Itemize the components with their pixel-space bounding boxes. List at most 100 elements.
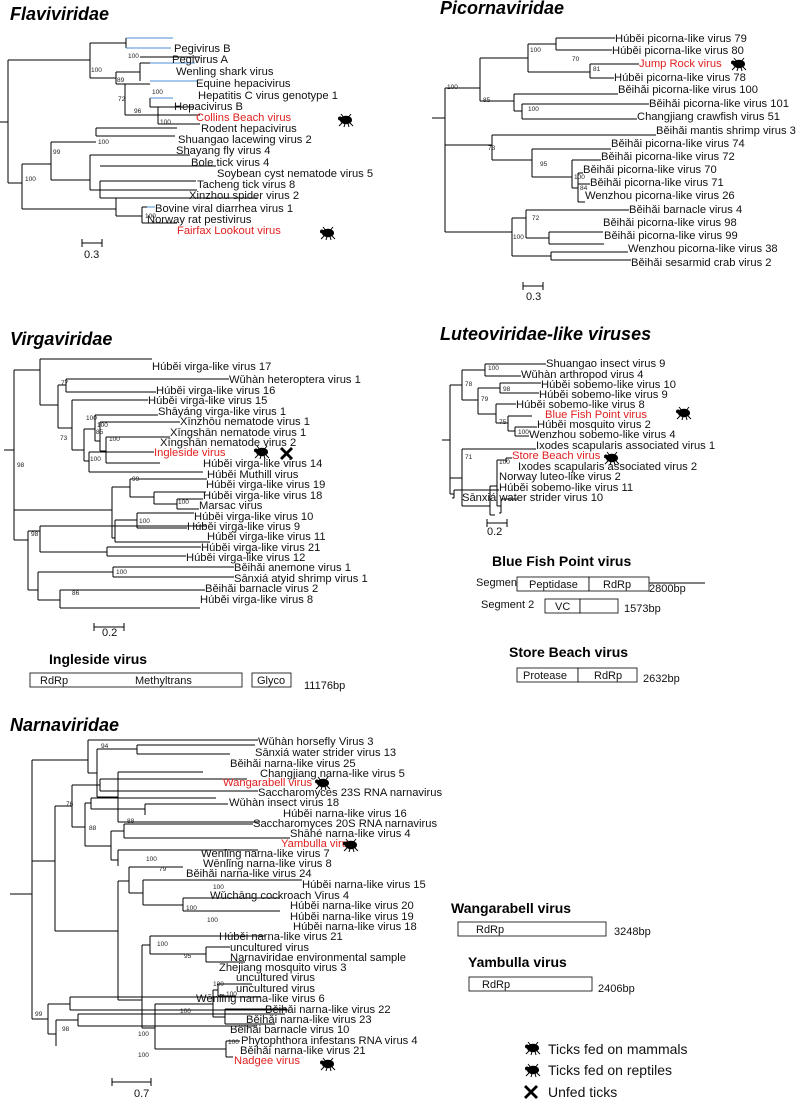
domain-label: RdRp — [603, 579, 631, 591]
domain-box — [251, 672, 292, 688]
bootstrap: 73 — [488, 145, 496, 152]
tip-label: uncultured virus — [236, 972, 315, 984]
genome-length: 2632bp — [643, 673, 680, 685]
tip-label: Rodent hepacivirus — [201, 123, 297, 135]
tip-label-highlight: Ingleside virus — [154, 447, 226, 459]
bootstrap: 100 — [109, 436, 120, 443]
domain-label: Methyltrans — [135, 675, 192, 687]
tip-label: Húběi virga-like virus 17 — [152, 361, 271, 373]
tip-label: Běihǎi picorna-like virus 98 — [603, 217, 737, 229]
bootstrap-labels: 100 70 81 100 85 100 73 95 100 84 72 100 — [447, 47, 601, 241]
tip-label: Xīngshān nematode virus 1 — [170, 427, 306, 439]
tip-labels: Húběi picorna-like virus 79 Húběi picorn… — [583, 33, 796, 269]
domain-box — [588, 576, 650, 592]
tip-label: Equine hepacivirus — [196, 78, 291, 90]
legend: Ticks fed on mammals Ticks fed on reptil… — [524, 1041, 688, 1100]
tip-label: Wenzhou picorna-like virus 26 — [585, 190, 735, 202]
tip-label-highlight: Jump Rock virus — [639, 58, 722, 70]
bootstrap: 100 — [213, 981, 224, 988]
bootstrap-labels: 94 76 88 88 100 79 100 100 100 100 95 10… — [35, 743, 239, 1059]
bootstrap: 100 — [145, 213, 156, 220]
tip-labels: Wǔhàn horsefly Virus 3 Sānxiá water stri… — [186, 736, 442, 1067]
bootstrap: 94 — [101, 743, 109, 750]
tip-label: Běihǎi anemone virus 1 — [234, 562, 351, 574]
domain-label: RdRp — [482, 979, 510, 991]
genome-title: Blue Fish Point virus — [492, 553, 631, 569]
tip-label: Húběi virga-like virus 19 — [206, 479, 325, 491]
tip-label: Sānxiá water strider virus 10 — [462, 492, 603, 504]
bootstrap: 100 — [178, 499, 189, 506]
tip-label: Xīnzhōu nematode virus 1 — [180, 416, 310, 428]
tip-label: Húběi picorna-like virus 78 — [614, 72, 746, 84]
tip-label: Ixodes scapularis associated virus 2 — [518, 461, 697, 473]
scale-bar-label: 0.2 — [487, 526, 502, 538]
tip-label: Sānxiá atyid shrimp virus 1 — [234, 573, 368, 585]
tip-label: Běihǎi barnacle virus 4 — [629, 204, 742, 216]
genome-title: Yambulla virus — [468, 954, 567, 970]
tick-fed-on-mammals-icon — [319, 226, 336, 241]
bootstrap: 100 — [207, 917, 218, 924]
tip-label: Wǔhàn arthropod virus 4 — [521, 369, 644, 381]
bootstrap: 100 — [97, 422, 108, 429]
bootstrap: 99 — [53, 149, 61, 156]
tip-label-highlight: Blue Fish Point virus — [545, 409, 647, 421]
panel-title: Picornaviridae — [440, 0, 564, 18]
tip-label: Narnaviridae environmental sample — [230, 952, 406, 964]
domain-label: Peptidase — [529, 579, 578, 591]
tip-label: Húběi narna-like virus 15 — [302, 879, 426, 891]
bootstrap: 72 — [532, 215, 540, 222]
bootstrap-labels: 77 100 100 85 100 73 100 98 99 100 100 9… — [17, 380, 189, 597]
domain-box — [457, 921, 607, 937]
tip-label: Zhejiang mosquito virus 3 — [219, 962, 346, 974]
genome-title: Ingleside virus — [49, 651, 147, 667]
tip-label: Wēnlǐng narna-like virus 6 — [196, 993, 325, 1005]
tip-label: Xīngshān nematode virus 2 — [160, 437, 296, 449]
tip-label: Húběi virga-like virus 16 — [156, 385, 275, 397]
tip-label: Wenzhou picorna-like virus 38 — [628, 243, 778, 255]
bootstrap: 98 — [17, 462, 25, 469]
tick-fed-on-reptiles-icon — [319, 1057, 336, 1072]
scale-bar-label: 0.7 — [134, 1088, 149, 1100]
panel-narnaviridae: Narnaviridae Wǔhàn horsefly Virus 3 Sānx… — [10, 715, 442, 1100]
bootstrap: 76 — [66, 801, 74, 808]
bootstrap-labels: 100 100 89 100 72 96 100 100 99 100 100 — [25, 53, 171, 220]
tip-label: Saccharomyces 23S RNA narnavirus — [258, 787, 442, 799]
domain-box — [579, 598, 619, 614]
tip-label: Hepacivirus B — [174, 101, 243, 113]
bootstrap: 81 — [593, 66, 601, 73]
tip-label: Běihǎi picorna-like virus 72 — [601, 151, 735, 163]
tip-label: Wǔhàn insect virus 18 — [229, 797, 339, 809]
tip-label: Běihǎi picorna-like virus 99 — [604, 230, 738, 242]
domain-box — [577, 667, 638, 683]
genome-yambulla: Yambulla virus RdRp 2406bp — [468, 954, 635, 995]
tip-label: Húběi sobemo-like virus 11 — [499, 482, 633, 494]
tip-label: Běihǎi picorna-like virus 101 — [649, 98, 789, 110]
legend-mammals: Ticks fed on mammals — [548, 1041, 688, 1057]
tip-label: Xinzhou spider virus 2 — [189, 190, 299, 202]
bootstrap: 99 — [35, 1011, 43, 1018]
bootstrap: 100 — [160, 119, 171, 126]
tip-label: Húběi virga-like virus 15 — [148, 395, 267, 407]
tick-fed-on-reptiles-icon — [524, 1063, 541, 1078]
tip-label: Húběi narna-like virus 18 — [293, 921, 417, 933]
tip-label: Changjiang narna-like virus 5 — [260, 768, 405, 780]
tip-label: uncultured virus — [236, 983, 315, 995]
tip-label: Shuangao insect virus 9 — [546, 358, 665, 370]
tip-label: Shāhé narna-like virus 4 — [290, 828, 411, 840]
tip-label: Húběi sobemo-like virus 8 — [516, 399, 645, 411]
bootstrap: 88 — [127, 818, 135, 825]
bootstrap: 100 — [138, 1052, 149, 1059]
tip-label: Húběi mosquito virus 2 — [537, 419, 651, 431]
panel-luteoviridae: Luteoviridae-like viruses Shuangao insec… — [440, 324, 715, 538]
tip-label: Húběi sobemo-like virus 10 — [541, 379, 676, 391]
bootstrap: 72 — [118, 96, 126, 103]
bootstrap: 100 — [488, 365, 499, 372]
tick-fed-on-mammals-icon — [337, 113, 354, 128]
tip-label: Ixodes scapularis associated virus 1 — [536, 440, 715, 452]
bootstrap: 100 — [139, 518, 150, 525]
tip-label: Bovine viral diarrhea virus 1 — [155, 203, 293, 215]
bootstrap: 100 — [152, 89, 163, 96]
bootstrap: 100 — [180, 1008, 191, 1015]
domain-label: RdRp — [594, 670, 622, 682]
segment-label: Segment 1 — [476, 577, 529, 589]
